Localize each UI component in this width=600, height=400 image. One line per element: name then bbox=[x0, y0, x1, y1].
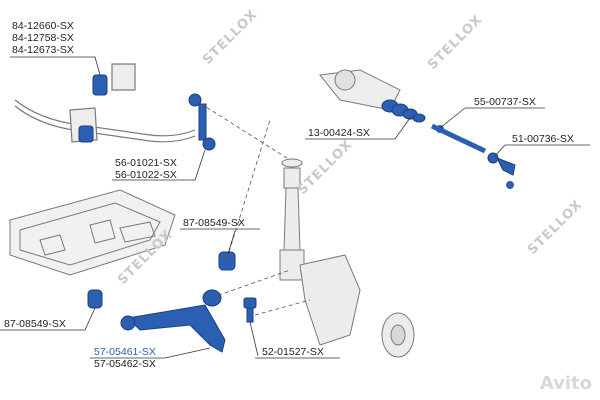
avito-watermark: Avito bbox=[539, 373, 592, 394]
strut-sketch bbox=[279, 158, 305, 281]
arm-bushing-part bbox=[87, 251, 236, 309]
steering-rack-sketch bbox=[319, 69, 401, 111]
knuckle-sketch bbox=[299, 254, 415, 358]
leader-lines bbox=[0, 56, 590, 359]
label-arm-bushing-left: 87-08549-SX bbox=[4, 318, 66, 330]
label-tie-rod: 55-00737-SX bbox=[474, 96, 536, 108]
rack-boot-part bbox=[381, 99, 426, 123]
label-ball-joint: 52-01527-SX bbox=[262, 346, 324, 358]
label-stab-link-2: 56-01022-SX bbox=[115, 169, 177, 181]
label-tie-rod-end: 51-00736-SX bbox=[512, 133, 574, 145]
label-rack-boot: 13-00424-SX bbox=[308, 127, 370, 139]
label-control-arm-1: 57-05461-SX bbox=[94, 346, 156, 358]
label-control-arm-2: 57-05462-SX bbox=[94, 358, 156, 370]
guide-lines bbox=[194, 99, 311, 316]
stab-link-part bbox=[188, 93, 216, 151]
ball-joint-part bbox=[243, 297, 257, 323]
label-arm-bushing-upper: 87-08549-SX bbox=[183, 217, 245, 229]
label-stab-bushing-2: 84-12758-SX bbox=[12, 32, 74, 44]
tie-rod-part bbox=[430, 123, 487, 154]
label-stab-bushing-1: 84-12660-SX bbox=[12, 20, 74, 32]
label-stab-bushing-3: 84-12673-SX bbox=[12, 44, 74, 56]
control-arm-part bbox=[120, 289, 226, 353]
label-stab-link-1: 56-01021-SX bbox=[115, 157, 177, 169]
tie-rod-end-part bbox=[487, 152, 516, 189]
subframe-sketch bbox=[9, 189, 176, 276]
